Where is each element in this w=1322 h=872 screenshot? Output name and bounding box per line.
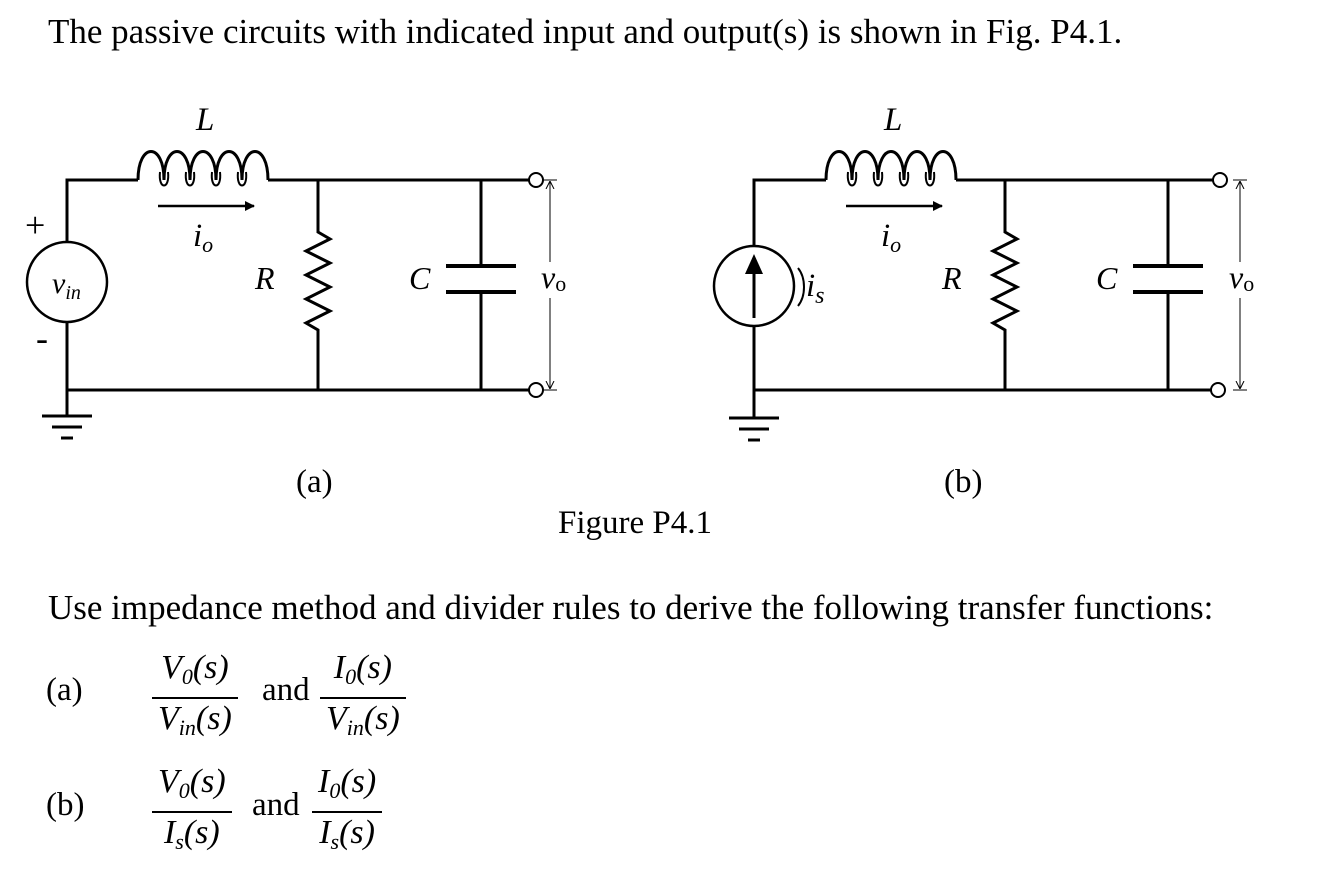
capacitor-label: C bbox=[1096, 260, 1118, 296]
circuit-a-labels: L io R C vo vin + - (a) bbox=[25, 102, 566, 500]
sub-label-b: (b) bbox=[944, 464, 982, 500]
capacitor-label: C bbox=[409, 260, 431, 296]
bottom-wire bbox=[65, 306, 530, 392]
terminal-icon bbox=[528, 172, 544, 188]
capacitor-icon bbox=[1133, 264, 1203, 294]
transfer-function: I0(s) Vin(s) bbox=[320, 648, 406, 748]
output-label: vo bbox=[1229, 259, 1254, 296]
transfer-function: V0(s) Is(s) bbox=[152, 762, 232, 862]
inductor-label: L bbox=[883, 102, 902, 138]
figure-p4-1: L io R C vo vin + - (a) bbox=[25, 102, 1254, 500]
capacitor-icon bbox=[446, 264, 516, 294]
inductor-icon bbox=[824, 150, 958, 187]
circuit-b bbox=[712, 150, 1247, 442]
transfer-function: I0(s) Is(s) bbox=[312, 762, 383, 862]
source-label: vin bbox=[52, 267, 81, 304]
part-label-a: (a) bbox=[46, 672, 83, 708]
plus-sign: + bbox=[25, 205, 45, 245]
bottom-wire bbox=[752, 324, 1214, 392]
ground-icon bbox=[729, 416, 779, 442]
resistor-label: R bbox=[941, 260, 962, 296]
wire bbox=[752, 178, 826, 248]
resistor-label: R bbox=[254, 260, 275, 296]
voltage-source-icon bbox=[25, 240, 109, 324]
resistor-icon bbox=[302, 180, 334, 390]
intro-text: The passive circuits with indicated inpu… bbox=[48, 12, 1123, 51]
current-label: io bbox=[193, 218, 213, 257]
wire bbox=[65, 178, 138, 257]
part-label-b: (b) bbox=[46, 787, 85, 823]
ground-icon bbox=[42, 414, 92, 440]
current-label: io bbox=[881, 218, 901, 257]
source-label: is bbox=[806, 268, 825, 309]
inductor-icon bbox=[136, 150, 270, 187]
circuit-b-labels: L io R C vo is (b) bbox=[806, 102, 1254, 500]
and-word: and bbox=[262, 672, 310, 708]
terminal-icon bbox=[1212, 172, 1228, 188]
sub-label-a: (a) bbox=[296, 464, 333, 500]
source-current-bracket bbox=[797, 267, 805, 307]
output-label: vo bbox=[541, 259, 566, 296]
resistor-icon bbox=[989, 180, 1021, 390]
question-text: Use impedance method and divider rules t… bbox=[48, 588, 1214, 627]
terminal-icon bbox=[1210, 382, 1226, 398]
and-word: and bbox=[252, 787, 300, 823]
minus-sign: - bbox=[36, 318, 48, 358]
circuit-a bbox=[25, 150, 557, 440]
source-arrow-icon bbox=[745, 254, 763, 274]
terminal-icon bbox=[528, 382, 544, 398]
transfer-function: V0(s) Vin(s) bbox=[152, 648, 238, 748]
figure-caption: Figure P4.1 bbox=[558, 505, 713, 541]
inductor-label: L bbox=[195, 102, 214, 138]
